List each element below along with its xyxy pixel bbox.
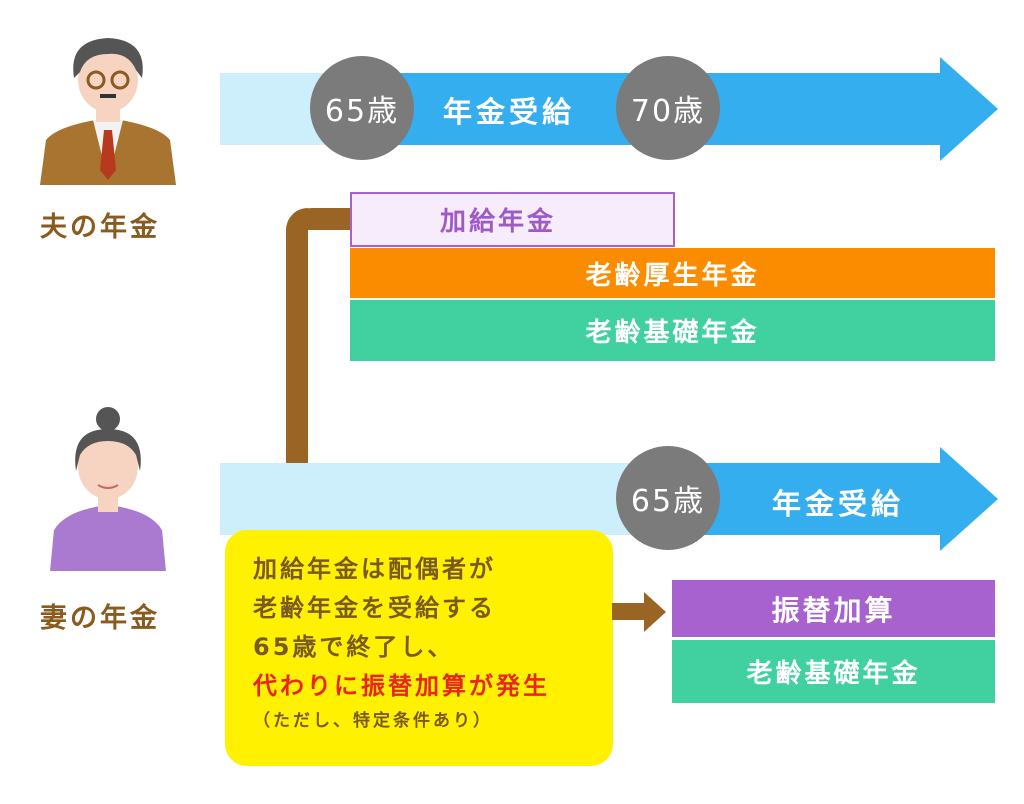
kakyu-nenkin-box: 加給年金: [350, 192, 675, 247]
note-line-5: （ただし、特定条件あり）: [253, 711, 493, 731]
wife-bar-label: 年金受給: [772, 487, 905, 521]
wife-age-start-circle: 65歳: [616, 446, 720, 550]
husband-age-start-circle: 65歳: [310, 56, 414, 160]
husband-bar-label: 年金受給: [443, 95, 576, 129]
wife-pre-period-bar: [220, 463, 650, 535]
furikae-kasan-band: 振替加算: [672, 580, 995, 637]
kosei-nenkin-band: 老齢厚生年金: [350, 248, 995, 298]
husband-age-end-circle: 70歳: [616, 56, 720, 160]
husband-label: 夫の年金: [40, 212, 160, 243]
note-line-1: 加給年金は配偶者が: [253, 555, 496, 583]
note-line-3: 65歳で終了し、: [253, 633, 455, 661]
wife-kiso-nenkin-band: 老齢基礎年金: [672, 640, 995, 703]
husband-arrow-head-icon: [940, 57, 998, 161]
wife-arrow-head-icon: [940, 447, 998, 551]
connector-horizontal: [296, 208, 352, 230]
note-line-4-highlight: 代わりに振替加算が発生: [253, 672, 550, 700]
explanation-note: 加給年金は配偶者が 老齢年金を受給する 65歳で終了し、 代わりに振替加算が発生…: [225, 530, 613, 766]
husband-avatar: [40, 38, 176, 185]
wife-label: 妻の年金: [40, 603, 160, 634]
note-line-2: 老齢年金を受給する: [253, 594, 496, 622]
husband-kiso-nenkin-band: 老齢基礎年金: [350, 300, 995, 361]
arrow-right-icon: [612, 592, 666, 632]
wife-avatar: [50, 407, 166, 571]
connector-vertical: [286, 208, 308, 538]
